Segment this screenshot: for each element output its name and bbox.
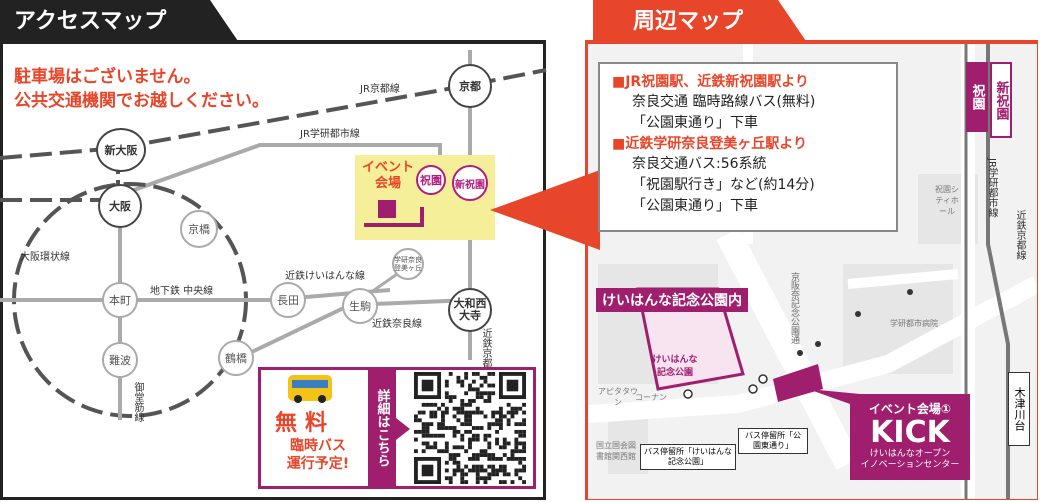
area-line-jr-gakken: JR学研都市線 bbox=[986, 158, 997, 218]
area-city-hall: 祝園シティホール bbox=[935, 185, 959, 216]
no-parking-notice: 駐車場はございません。 bbox=[14, 67, 201, 87]
access-map-title: アクセスマップ bbox=[0, 0, 240, 44]
kick-venue-box: イベント会場① KICK けいはんなオープン イノベーションセンター bbox=[850, 394, 970, 480]
connector-arrow bbox=[490, 170, 600, 250]
area-line-kintetsu-kyoto: 近鉄京都線 bbox=[1014, 210, 1025, 260]
station-gakken-nara: 学研奈良登美ヶ丘 bbox=[392, 248, 424, 280]
line-label-jr-gakken: JR学研都市線 bbox=[300, 129, 360, 140]
kick-venue-sub1: けいはんなオープン bbox=[869, 449, 951, 459]
station-yamato-saidaiji: 大和西大寺 bbox=[448, 288, 492, 332]
route-text-1a: 奈良交通 臨時路線バス(無料) bbox=[632, 94, 816, 110]
kick-venue-sub2: イノベーションセンター bbox=[860, 460, 960, 470]
station-ikoma: 生駒 bbox=[342, 288, 378, 324]
route-header-1: ■JR祝園駅、近鉄新祝園駅より bbox=[612, 74, 809, 90]
line-label-kintetsu-kyoto: 近鉄京都線 bbox=[480, 328, 491, 378]
route-header-2: ■近鉄学研奈良登美ヶ丘駅より bbox=[612, 136, 807, 152]
event-path bbox=[364, 207, 424, 227]
area-park-road: 京阪奈記念公園通 bbox=[789, 272, 799, 344]
route-text-2c: 「公園東通り」下車 bbox=[632, 198, 758, 214]
qr-code[interactable] bbox=[414, 372, 526, 484]
area-station-hosono: 祝園 bbox=[966, 62, 988, 132]
public-transport-notice: 公共交通機関でお越しください。 bbox=[14, 91, 269, 111]
station-kyobashi: 京橋 bbox=[180, 210, 218, 248]
access-map-panel: アクセスマップ 駐車場はございません。 公共交通機関でお越しください。 JR京都… bbox=[0, 0, 547, 500]
line-label-subway-chuo: 地下鉄 中央線 bbox=[150, 286, 214, 297]
free-bus-sub1: 臨時バス bbox=[290, 438, 346, 454]
line-label-keihanna: 近鉄けいはんな線 bbox=[285, 271, 365, 282]
station-osaka: 大阪 bbox=[98, 184, 142, 228]
station-namba: 難波 bbox=[102, 342, 138, 378]
area-station-kizugawadai: 木津川台 bbox=[1008, 372, 1030, 446]
line-label-midosuji: 御堂筋線 bbox=[132, 382, 143, 422]
route-text-2a: 奈良交通バス:56系統 bbox=[632, 156, 767, 172]
station-shin-hosono: 新祝園 bbox=[452, 165, 488, 201]
station-hosono: 祝園 bbox=[416, 165, 446, 195]
line-label-osaka-loop: 大阪環状線 bbox=[20, 252, 70, 263]
park-label: けいはんな記念公園内 bbox=[596, 288, 748, 312]
access-map-frame bbox=[0, 40, 546, 500]
area-map-title: 周辺マップ bbox=[593, 0, 808, 44]
station-kyoto: 京都 bbox=[448, 64, 492, 108]
area-station-shin-hosono: 新祝園 bbox=[990, 62, 1012, 138]
event-venue-label: イベント会場 bbox=[362, 160, 415, 191]
station-tsuruhashi: 鶴橋 bbox=[218, 340, 254, 376]
route-text-1b: 「公園東通り」下車 bbox=[632, 115, 758, 131]
station-nagata: 長田 bbox=[270, 282, 306, 318]
bus-stop-keihanna-park: バス停留所「けいはんな記念公園」 bbox=[640, 444, 736, 470]
area-gakken-hospital: 学研都市病院 bbox=[890, 319, 938, 328]
park-inner-label: けいはんな記念公園 bbox=[652, 355, 698, 378]
station-honmachi: 本町 bbox=[102, 282, 138, 318]
area-ndl: 国立国会図書館関西館 bbox=[596, 441, 636, 461]
kick-venue-name: KICK bbox=[870, 415, 950, 450]
arrow-right-icon bbox=[396, 418, 410, 440]
free-bus-title: 無料 bbox=[275, 411, 336, 436]
bus-info-box: ■JR祝園駅、近鉄新祝園駅より 奈良交通 臨時路線バス(無料) 「公園東通り」下… bbox=[598, 62, 898, 232]
free-bus-sub2: 運行予定! bbox=[286, 456, 350, 472]
event-venue-marker bbox=[378, 200, 396, 218]
route-text-2b: 「祝園駅行き」など(約14分) bbox=[632, 177, 815, 193]
line-label-jr-kyoto: JR京都線 bbox=[360, 84, 400, 95]
area-apita: アピタタウン bbox=[598, 387, 638, 407]
bus-icon bbox=[288, 375, 332, 403]
area-konan: コーナン bbox=[635, 393, 667, 402]
bus-stop-park-east: バス停留所「公園東通り」 bbox=[738, 428, 808, 454]
details-link[interactable]: 詳細はこちら bbox=[368, 370, 396, 486]
free-bus-subtitle: 臨時バス 運行予定! bbox=[268, 437, 368, 473]
kick-venue-label: イベント会場① bbox=[868, 402, 952, 416]
station-shin-osaka: 新大阪 bbox=[96, 128, 146, 172]
line-label-kintetsu-nara: 近鉄奈良線 bbox=[372, 319, 422, 330]
